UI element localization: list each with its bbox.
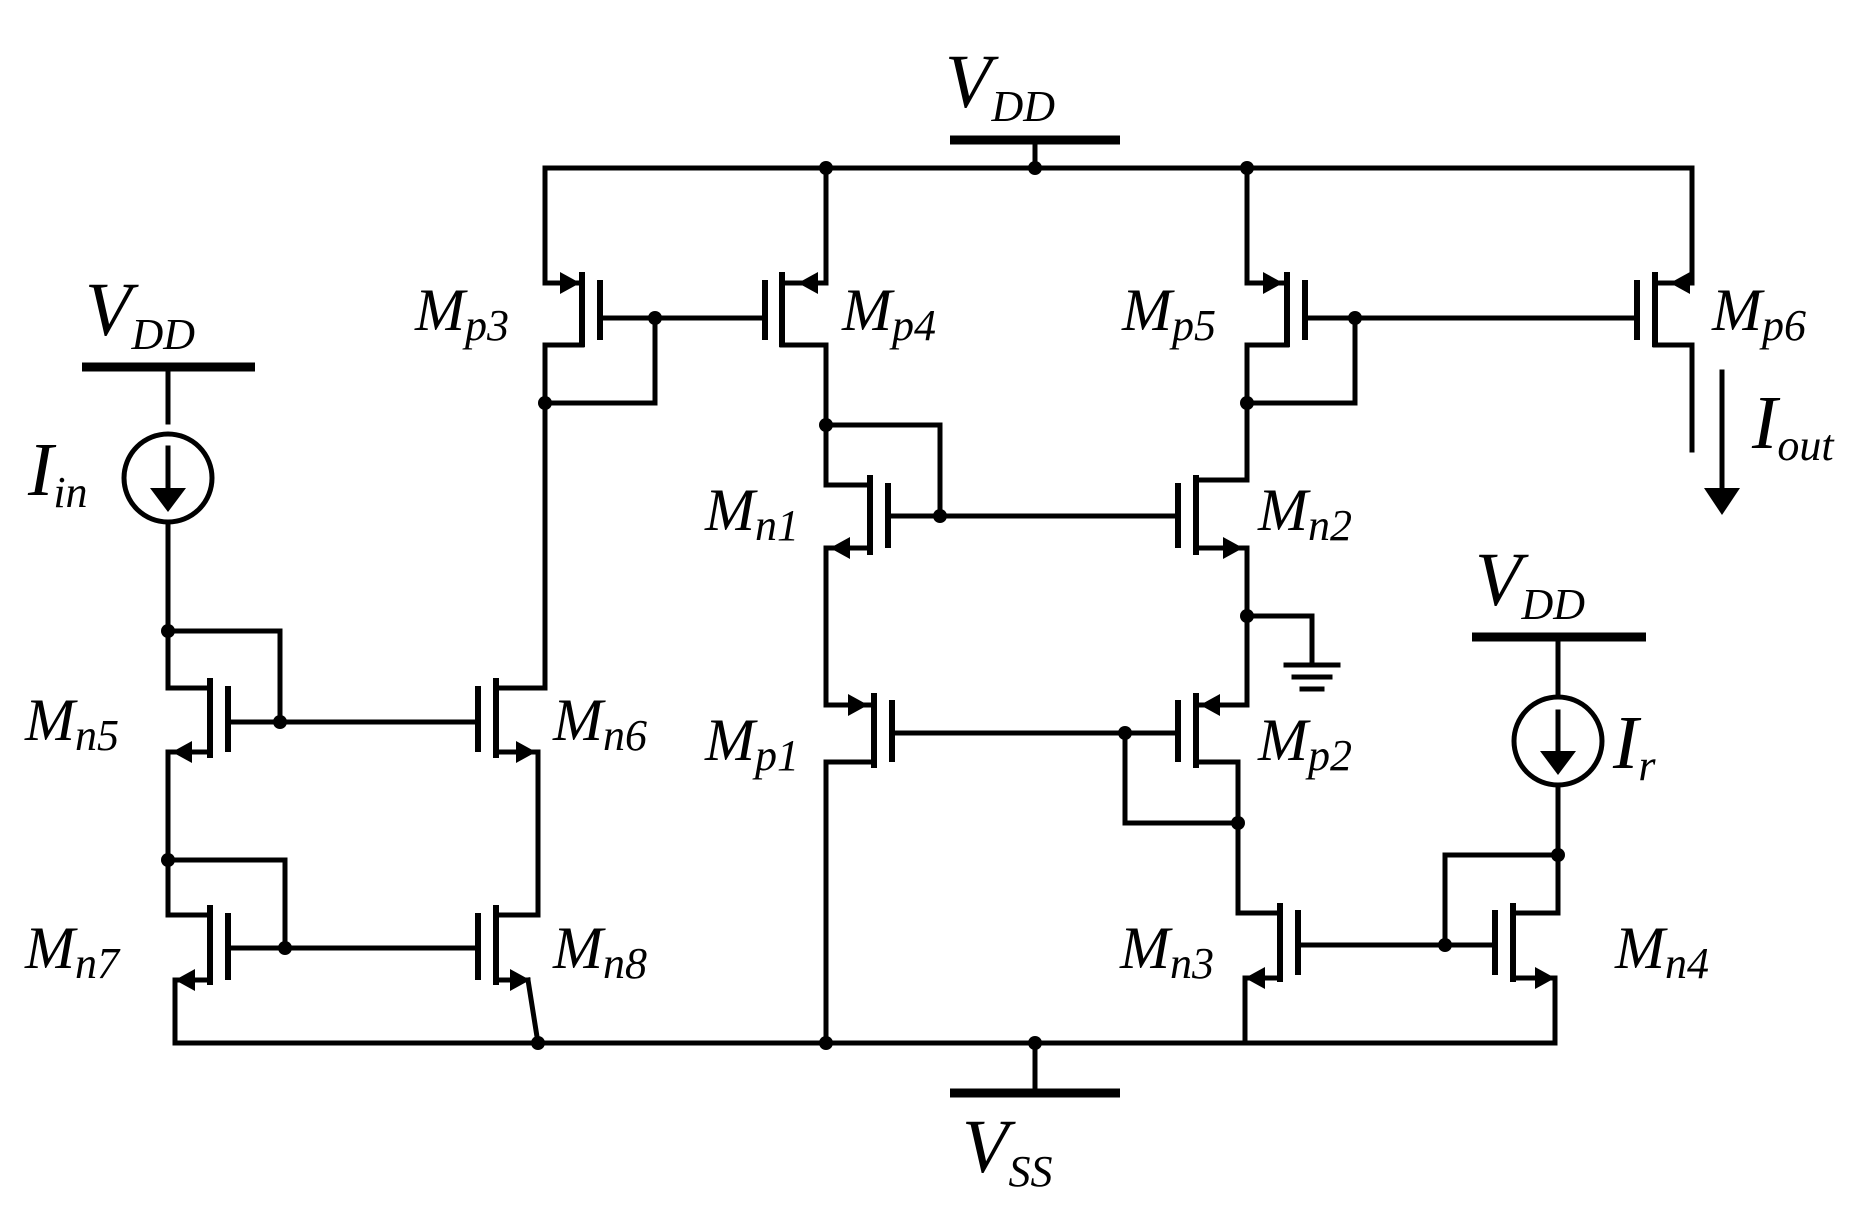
transistor-mp2 (1122, 693, 1250, 916)
vss-bottom-rail (172, 1040, 1558, 1098)
label-mp1: Mp1 (704, 707, 799, 780)
label-mp2: Mp2 (1257, 707, 1352, 780)
label-mp6: Mp6 (1711, 277, 1806, 350)
vdd-left-rail (82, 362, 255, 425)
label-mp5: Mp5 (1121, 277, 1216, 350)
transistor-mp1 (823, 693, 1128, 1046)
label-mn8: Mn8 (552, 915, 647, 988)
current-source-iin (121, 431, 215, 634)
label-mn1: Mn1 (704, 477, 799, 550)
label-mn2: Mn2 (1257, 477, 1352, 550)
transistor-mn1 (823, 422, 943, 708)
transistor-mp4 (652, 165, 829, 428)
label-mn5: Mn5 (24, 687, 119, 760)
transistor-mn6 (277, 400, 548, 918)
label-ir: Ir (1612, 701, 1656, 790)
transistor-mp6 (1352, 165, 1695, 453)
transistor-mn4 (1442, 852, 1561, 1046)
label-vdd-left: VDD (85, 268, 195, 359)
label-iout: Iout (1751, 381, 1835, 470)
transistor-mn5 (165, 628, 283, 863)
label-mn4: Mn4 (1614, 915, 1709, 988)
transistor-mn7 (165, 857, 288, 1046)
label-mp4: Mp4 (841, 277, 936, 350)
transistor-mn2 (937, 475, 1250, 708)
label-vdd-right: VDD (1475, 538, 1585, 629)
transistor-mn8 (282, 905, 541, 1046)
vdd-right-rail (1472, 632, 1646, 698)
output-current-arrow (1704, 369, 1740, 515)
ground-symbol (1244, 613, 1341, 692)
label-vss: VSS (962, 1105, 1052, 1196)
junction-dots (161, 161, 1565, 1050)
transistor-mp5 (1244, 165, 1358, 483)
vdd-top-rail (542, 135, 1695, 171)
current-source-ir (1511, 694, 1605, 858)
label-mn6: Mn6 (552, 687, 647, 760)
transistor-mp3 (542, 165, 658, 406)
label-mn7: Mn7 (24, 915, 121, 988)
transistor-mn3 (1235, 903, 1448, 1046)
label-vdd-top: VDD (945, 40, 1055, 131)
label-mn3: Mn3 (1119, 915, 1214, 988)
label-mp3: Mp3 (414, 277, 509, 350)
label-iin: Iin (27, 428, 88, 517)
